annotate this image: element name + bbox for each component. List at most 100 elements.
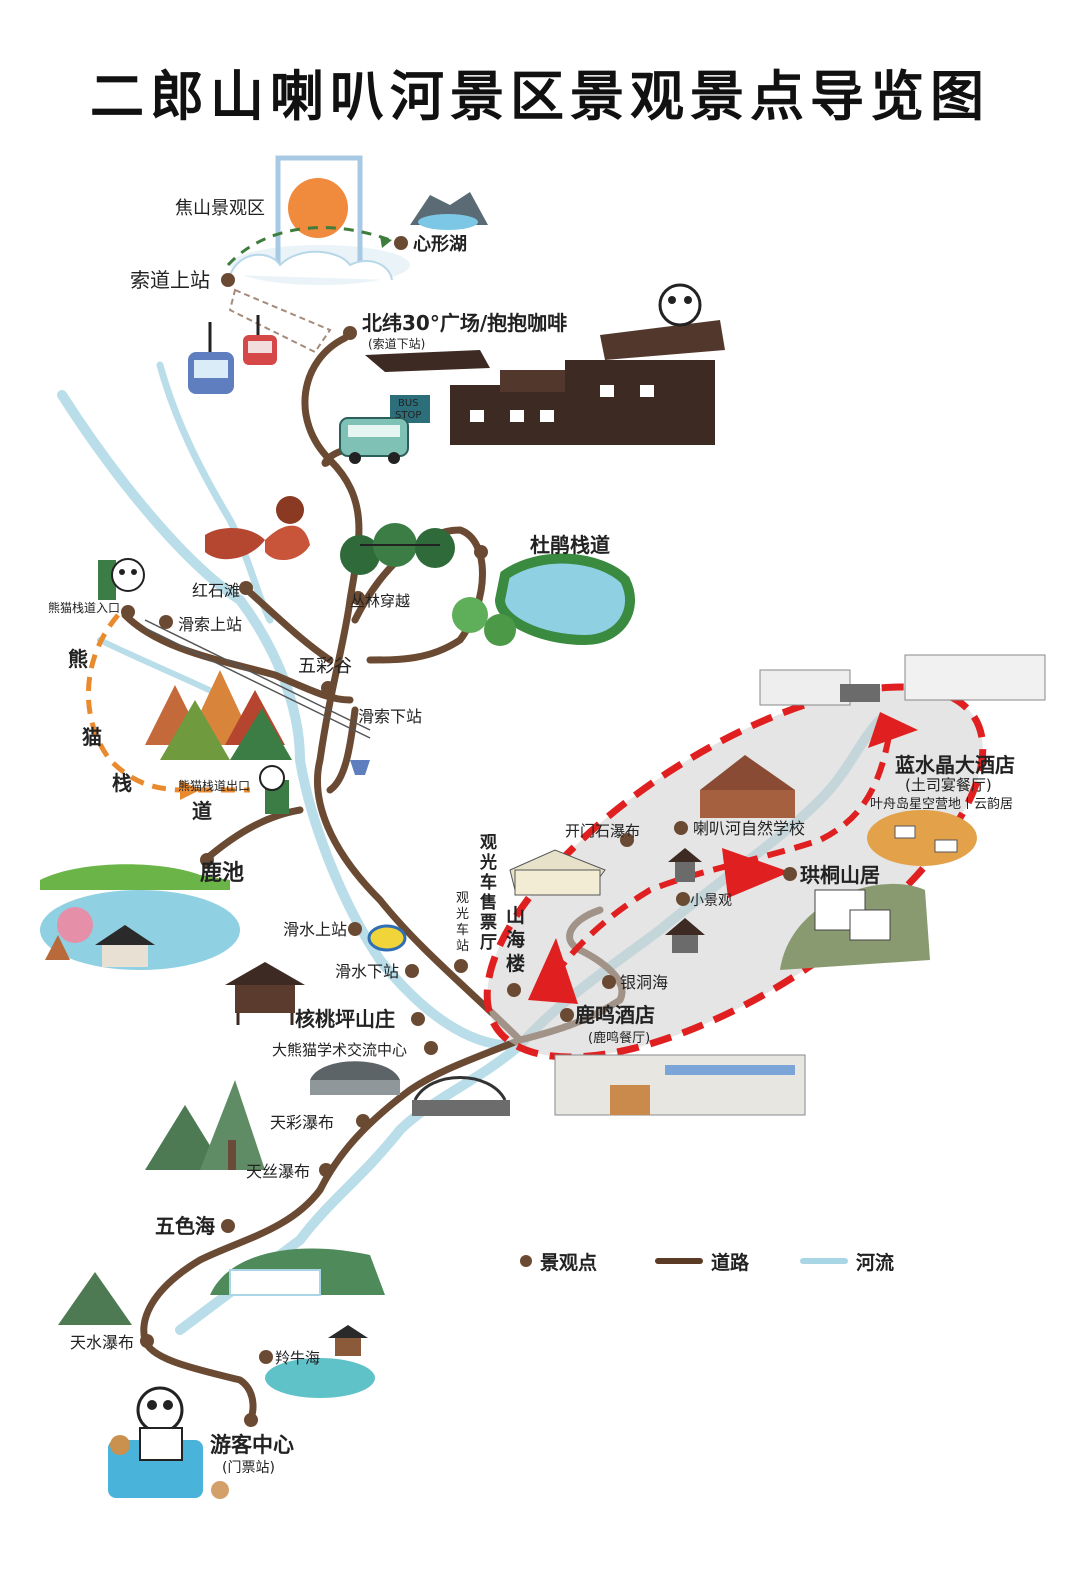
spot-dot (259, 1350, 273, 1364)
road-huasuo (326, 706, 359, 794)
label-huashui-shang: 滑水上站 (283, 920, 347, 939)
label-wuse: 五色海 (155, 1214, 215, 1238)
spot-dot (783, 867, 797, 881)
pavilion-yindonghai (665, 918, 705, 953)
visitor-panda (108, 1386, 229, 1499)
spot-dot (244, 1413, 258, 1427)
label-luchi: 鹿池 (200, 860, 244, 886)
label-lanshuijing: 蓝水晶大酒店 (895, 753, 1015, 777)
spot-dot (560, 1008, 574, 1022)
road-luchi (201, 806, 304, 864)
panda-trail-arrow (180, 780, 200, 800)
nature-school (700, 755, 795, 818)
tianshui-mountains (58, 1272, 132, 1325)
legend-road-label: 道路 (711, 1251, 750, 1274)
star-camp (867, 810, 977, 866)
label-guanguang-zhan-4: 站 (456, 939, 469, 954)
spot-dot (602, 975, 616, 989)
label-jiaoshan: 焦山景观区 (175, 198, 265, 219)
wuse-waterfall (210, 1248, 385, 1296)
heart-lake-scene (410, 192, 488, 230)
road-main-upper (301, 334, 524, 1044)
label-conglin: 丛林穿越 (350, 592, 410, 610)
label-guanguang-zhan-2: 光 (456, 907, 469, 922)
label-trail-zhan: 栈 (112, 771, 132, 795)
label-guanguang-piao-1: 观 (479, 833, 497, 853)
route-arrow-1 (528, 938, 578, 1004)
spot-dot (140, 1334, 154, 1348)
label-tusi: (土司宴餐厅) (905, 776, 992, 794)
spot-dot (474, 545, 488, 559)
label-menpiao: (门票站) (222, 1460, 275, 1476)
conglin-forest (340, 523, 455, 575)
label-luming-sub: (鹿鸣餐厅) (588, 1030, 650, 1046)
spot-dot (507, 983, 521, 997)
road-panda-entrance (121, 611, 354, 704)
label-xinxinghu: 心形湖 (413, 234, 467, 255)
scenic-route-loop (483, 683, 987, 1061)
dujuan-lake (452, 553, 635, 646)
label-guanguang-piao-2: 光 (479, 852, 497, 873)
label-gongtong: 珙桐山居 (800, 863, 880, 887)
label-huasuo-xia: 滑索下站 (358, 707, 422, 726)
spot-dot (405, 964, 419, 978)
ticket-building (509, 849, 606, 896)
huashui-boat (367, 924, 407, 952)
legend-road: 道路 (655, 1246, 749, 1276)
label-yezhou: 叶舟岛星空营地丨云韵居 (870, 796, 1013, 812)
spot-dot (319, 1163, 333, 1177)
label-trail-mao: 猫 (82, 725, 102, 749)
map-legend: 景观点 道路 河流 (520, 1246, 920, 1276)
label-huashui-xia: 滑水下站 (335, 962, 399, 981)
spot-dot (411, 1012, 425, 1026)
label-kaimen: 开门石瀑布 (565, 822, 640, 840)
legend-river: 河流 (800, 1246, 894, 1276)
label-bus-stop-1: BUS (398, 398, 419, 409)
label-lingniu: 羚牛海 (275, 1349, 320, 1367)
spot-dot (239, 581, 253, 595)
label-trail-dao: 道 (192, 799, 212, 823)
pavilion-xiaojingguan (668, 848, 702, 882)
spot-dot (221, 1219, 235, 1233)
cable-cars (188, 288, 332, 394)
road-lower (140, 1036, 524, 1424)
spot-dot (351, 591, 365, 605)
panda-exit-art (259, 765, 289, 814)
road-hongshi (241, 584, 334, 664)
label-ziran: 喇叭河自然学校 (693, 819, 805, 838)
jiaoshan-scene (226, 155, 410, 285)
panda-entrance-art (98, 558, 145, 600)
gongtong-buildings (780, 883, 930, 970)
label-beiwei: 北纬30°广场/抱抱咖啡 (362, 311, 567, 335)
label-xiongmao-rukou: 熊猫栈道入口 (48, 600, 120, 615)
spot-dot (321, 681, 335, 695)
label-guanguang-piao-4: 售 (480, 892, 497, 913)
spot-dot (674, 821, 688, 835)
label-xiongmao-chukou: 熊猫栈道出口 (178, 778, 250, 793)
label-tiansi: 天丝瀑布 (246, 1162, 310, 1181)
tiancai-mountains (145, 1080, 265, 1170)
legend-spot-label: 景观点 (540, 1251, 598, 1274)
lingniu-lake (265, 1325, 375, 1398)
spot-dot (121, 605, 135, 619)
river-branch (156, 361, 274, 624)
label-guanguang-zhan-3: 车 (456, 922, 469, 938)
spot-dot (676, 892, 690, 906)
bus (339, 417, 409, 464)
research-dome (310, 1061, 400, 1095)
map-labels: 焦山景观区 心形湖 索道上站 北纬30°广场/抱抱咖啡 (索道下站) BUS S… (48, 198, 1015, 1476)
lanshuijing-hotel (759, 654, 1046, 706)
spot-dot (394, 236, 408, 250)
label-shanhai-2: 海 (506, 928, 525, 951)
spot-dot (159, 615, 173, 629)
panda-trail (85, 613, 250, 793)
spot-dot (620, 833, 634, 847)
label-yindonghai: 银洞海 (620, 973, 668, 992)
label-suodao-shang: 索道上站 (130, 268, 210, 292)
label-guanguang-piao-6: 厅 (480, 933, 497, 953)
label-huasuo-shang: 滑索上站 (178, 615, 242, 634)
spot-dot (424, 1041, 438, 1055)
label-suodao-xia: (索道下站) (368, 337, 425, 351)
label-guanguang-zhan-1: 观 (456, 891, 469, 906)
